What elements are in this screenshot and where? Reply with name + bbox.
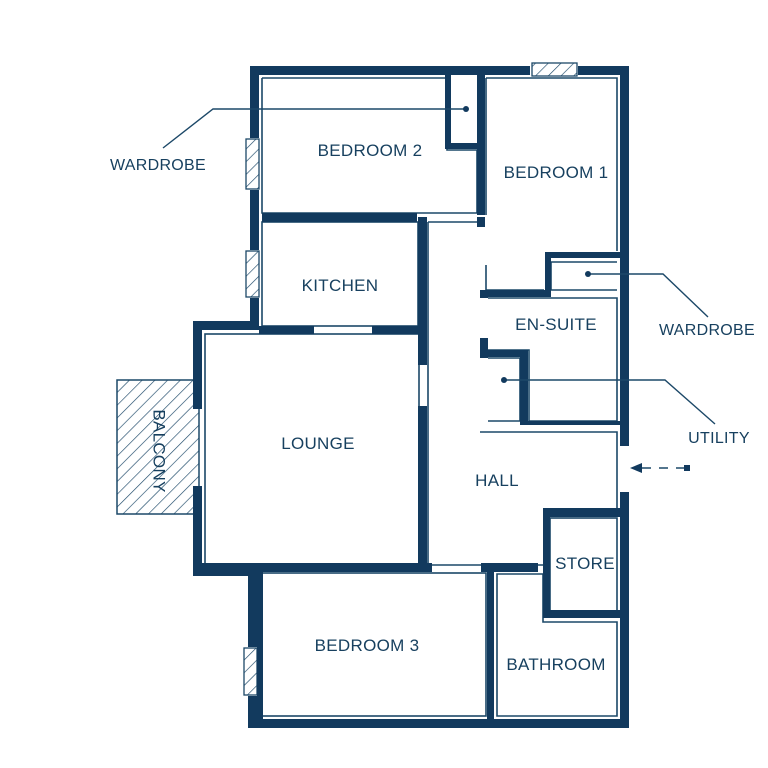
callout-wardrobe-right: WARDROBE <box>659 322 755 339</box>
entrance-arrow-icon <box>630 463 690 473</box>
callout-leaders <box>162 108 716 425</box>
label-balcony: BALCONY <box>150 409 169 492</box>
label-bathroom: BATHROOM <box>506 655 605 674</box>
outer-walls <box>193 66 629 728</box>
callout-dots <box>463 106 591 383</box>
label-kitchen: KITCHEN <box>302 276 379 295</box>
label-bedroom-3: BEDROOM 3 <box>315 636 420 655</box>
label-en-suite: EN-SUITE <box>515 315 597 334</box>
label-store: STORE <box>555 554 615 573</box>
balcony-area <box>116 379 200 515</box>
label-hall: HALL <box>475 471 519 490</box>
label-bedroom-1: BEDROOM 1 <box>504 163 609 182</box>
label-bedroom-2: BEDROOM 2 <box>318 141 423 160</box>
callout-wardrobe-left: WARDROBE <box>110 157 206 174</box>
inner-walls <box>202 75 620 719</box>
callout-utility: UTILITY <box>688 430 750 447</box>
label-lounge: LOUNGE <box>281 434 355 453</box>
windows <box>243 62 578 696</box>
